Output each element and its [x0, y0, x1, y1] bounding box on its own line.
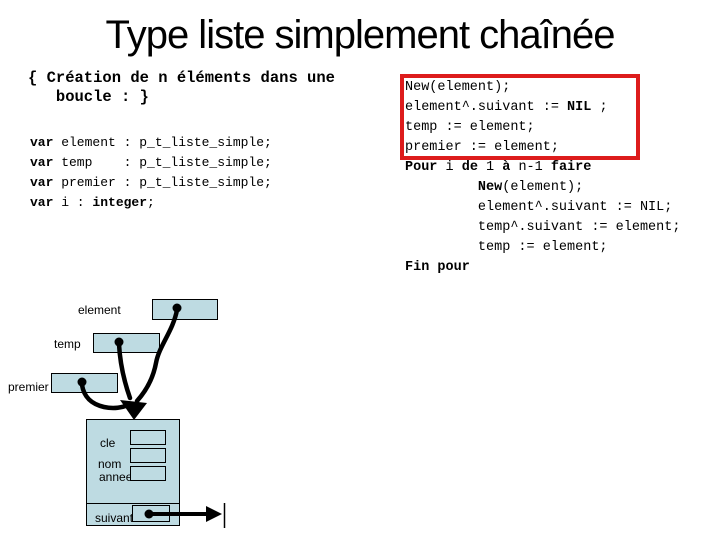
- field-slot-suivant: [132, 505, 170, 522]
- field-slot-nom: [130, 448, 166, 463]
- pointer-box-premier: [51, 373, 118, 393]
- pointer-label-premier: premier: [8, 380, 49, 394]
- comment-code-block: { Création de n éléments dans une boucle…: [28, 69, 335, 106]
- pointer-box-temp: [93, 333, 160, 353]
- page-title: Type liste simplement chaînée: [105, 13, 615, 57]
- merged-arrowhead-icon: [120, 400, 147, 420]
- field-label-annee: annee: [99, 470, 133, 484]
- pointer-label-element: element: [78, 303, 121, 317]
- suivant-arrowhead-icon: [206, 506, 222, 522]
- field-slot-cle: [130, 430, 166, 445]
- field-label-suivant: suivant: [95, 511, 134, 525]
- pointer-box-element: [152, 299, 218, 320]
- field-slot-annee: [130, 466, 166, 481]
- var-declarations-block: var element : p_t_liste_simple;var temp …: [30, 135, 272, 210]
- pointer-label-temp: temp: [54, 337, 81, 351]
- field-label-cle: cle: [100, 436, 116, 450]
- main-code-block: New(element);element^.suivant := NIL ;te…: [405, 80, 681, 275]
- element-arrow: [134, 307, 180, 404]
- field-label-nom: nom: [98, 457, 122, 471]
